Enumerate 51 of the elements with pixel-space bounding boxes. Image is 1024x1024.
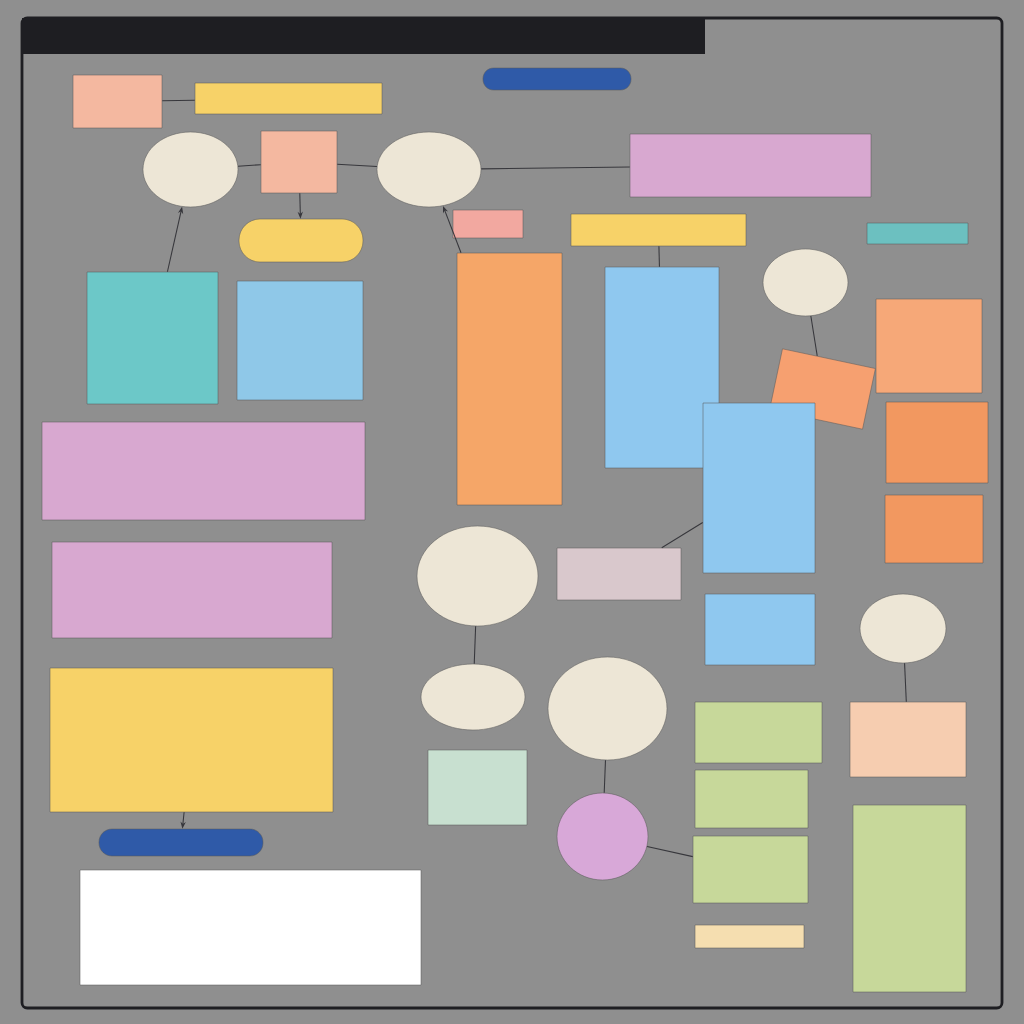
connector [810,315,818,357]
ellipse-node [859,593,947,664]
process-box [194,82,383,115]
process-box [72,74,163,129]
connector [161,99,196,102]
process-box [41,421,366,521]
process-box [79,869,422,986]
rounded-label [482,67,632,91]
process-box [694,701,823,764]
ellipse-node [547,656,668,761]
process-box [849,701,967,778]
process-box [236,280,364,401]
process-box [427,749,528,826]
process-box [556,547,682,601]
process-box [875,298,983,394]
process-box [629,133,872,198]
process-box [692,835,809,904]
rounded-label [98,828,264,857]
process-box [51,541,333,639]
connector [480,166,631,170]
process-box [884,494,984,564]
process-box [885,401,989,484]
process-box [260,130,338,194]
process-box [86,271,219,405]
process-box [866,222,969,245]
connector [473,625,477,665]
ellipse-node [376,131,482,208]
process-box [769,348,876,430]
process-box [456,252,563,506]
process-box [694,769,809,829]
process-box [570,213,747,247]
rounded-label [238,218,364,263]
ellipse-node [416,525,539,627]
connector [646,845,694,858]
connector [237,164,262,167]
connector [336,163,378,168]
process-box [852,804,967,993]
connector [658,245,660,268]
ellipse-node [420,663,526,731]
process-box [702,402,816,574]
connector [904,662,907,703]
process-box [704,593,816,666]
ellipse-node [762,248,849,317]
ellipse-node [556,792,649,881]
connector [661,522,704,549]
process-box [452,209,524,239]
connector [603,759,606,794]
ellipse-node [142,131,239,208]
process-box [694,924,805,949]
process-box [604,266,720,469]
process-box [49,667,334,813]
